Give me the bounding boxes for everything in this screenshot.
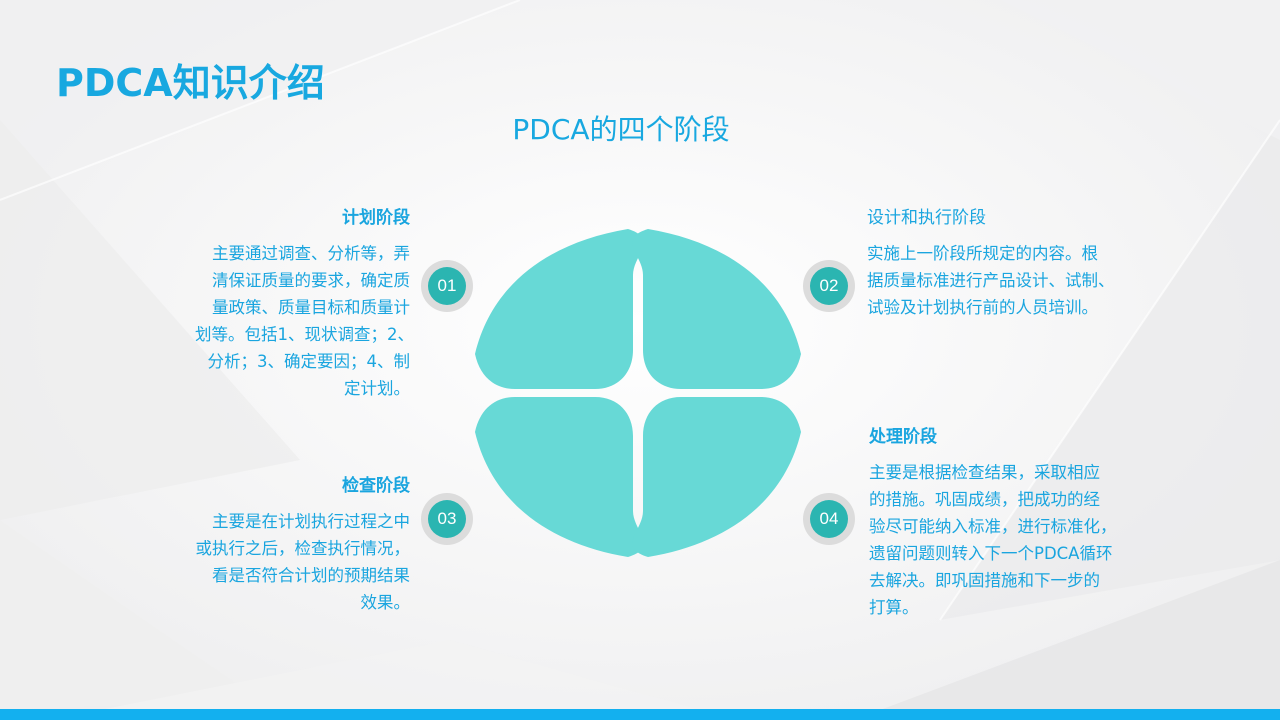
stage-act: 处理阶段 主要是根据检查结果，采取相应 的措施。巩固成绩，把成功的经 验尽可能纳… [869, 422, 1169, 621]
stage-description: 主要是根据检查结果，采取相应 的措施。巩固成绩，把成功的经 验尽可能纳入标准，进… [869, 463, 1117, 617]
stage-do: 设计和执行阶段 实施上一阶段所规定的内容。根 据质量标准进行产品设计、试制、 试… [867, 203, 1167, 321]
stage-badge-04: 04 [803, 493, 855, 545]
stage-description: 主要通过调查、分析等，弄 清保证质量的要求，确定质 量政策、质量目标和质量计 划… [195, 244, 414, 398]
bottom-accent-bar [0, 709, 1280, 720]
stage-check: 检查阶段 主要是在计划执行过程之中 或执行之后，检查执行情况， 看是否符合计划的… [160, 471, 411, 616]
stage-title: 计划阶段 [342, 208, 410, 228]
stage-description: 实施上一阶段所规定的内容。根 据质量标准进行产品设计、试制、 试验及计划执行前的… [867, 244, 1115, 317]
stage-plan: 计划阶段 主要通过调查、分析等，弄 清保证质量的要求，确定质 量政策、质量目标和… [160, 203, 414, 402]
stage-badge-02: 02 [803, 260, 855, 312]
stage-description: 主要是在计划执行过程之中 或执行之后，检查执行情况， 看是否符合计划的预期结果 … [195, 512, 411, 612]
petal-act[interactable] [632, 397, 801, 557]
petal-plan[interactable] [475, 229, 644, 389]
petal-do[interactable] [632, 229, 801, 389]
petal-check[interactable] [475, 397, 644, 557]
stage-title: 处理阶段 [869, 427, 937, 447]
stage-badge-03: 03 [421, 493, 473, 545]
stage-title: 设计和执行阶段 [867, 208, 986, 228]
stage-title: 检查阶段 [342, 476, 410, 496]
pdca-petal-diagram [475, 229, 801, 557]
section-subtitle: PDCA的四个阶段 [512, 113, 730, 146]
page-title: PDCA知识介绍 [56, 61, 325, 105]
stage-badge-01: 01 [421, 260, 473, 312]
